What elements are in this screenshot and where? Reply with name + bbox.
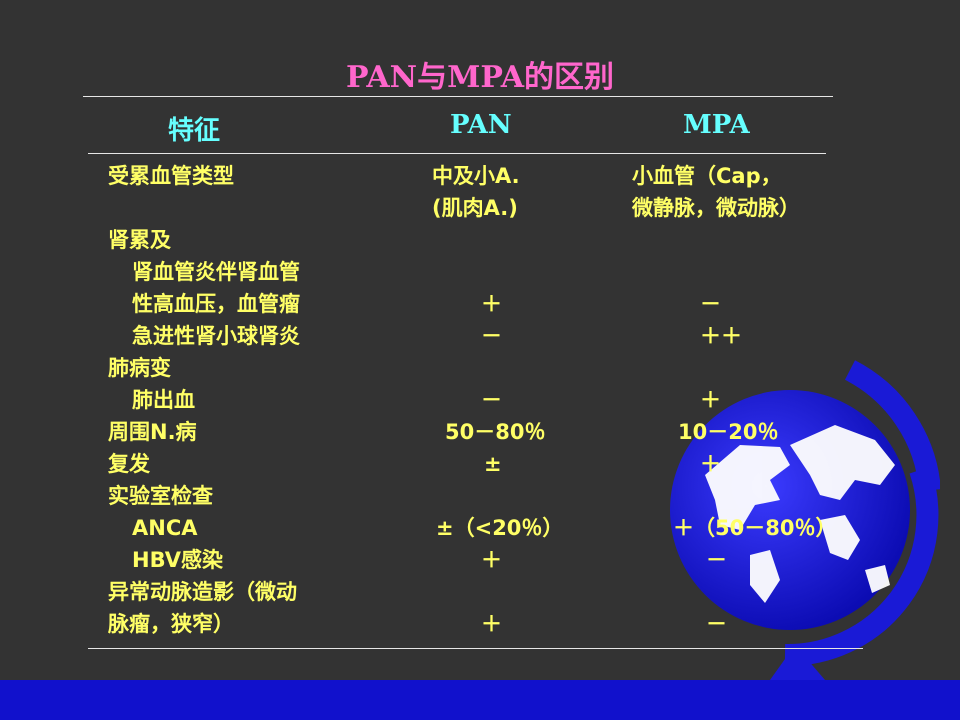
table-bottom-rule (88, 648, 863, 649)
row-feature: 性高血压，血管瘤 (132, 292, 300, 316)
header-feature: 特征 (168, 116, 221, 146)
row-mpa: 微静脉，微动脉） (632, 196, 800, 220)
row-mpa: ＋（50－80％） (673, 516, 837, 540)
row-feature: 肺病变 (108, 356, 171, 380)
bottom-band (0, 680, 960, 720)
row-pan: ±（<20％） (436, 516, 564, 540)
row-pan: － (481, 324, 502, 348)
row-feature: ANCA (132, 516, 198, 540)
header-pan: PAN (450, 110, 512, 140)
header-mpa: MPA (683, 110, 750, 140)
row-pan: － (481, 388, 502, 412)
row-feature: 实验室检查 (108, 484, 213, 508)
row-mpa: － (700, 292, 721, 316)
row-mpa: － (706, 548, 727, 572)
row-feature: 异常动脉造影（微动 (108, 580, 297, 604)
row-mpa: ＋ (700, 452, 721, 476)
row-mpa: － (706, 612, 727, 636)
row-pan: ± (484, 452, 502, 476)
header-top-rule (83, 96, 833, 97)
row-pan: 50－80％ (445, 420, 546, 444)
row-feature: 急进性肾小球肾炎 (132, 324, 300, 348)
row-mpa: 小血管（Cap， (632, 164, 782, 188)
row-mpa: 10－20％ (678, 420, 779, 444)
row-feature: 肾血管炎伴肾血管 (132, 260, 300, 284)
row-pan: ＋ (481, 292, 502, 316)
row-feature: 复发 (108, 452, 150, 476)
header-bottom-rule (88, 153, 826, 154)
row-feature: 肺出血 (132, 388, 195, 412)
row-feature: 周围N.病 (108, 420, 197, 444)
slide-title: PAN与MPA的区别 (346, 60, 614, 95)
row-pan: (肌肉A.) (432, 196, 518, 220)
row-feature: 受累血管类型 (108, 164, 234, 188)
row-mpa: ＋ (700, 388, 721, 412)
row-pan: 中及小A. (432, 164, 520, 188)
row-mpa: ＋＋ (700, 324, 742, 348)
row-feature: 肾累及 (108, 228, 171, 252)
row-feature: HBV感染 (132, 548, 223, 572)
row-pan: ＋ (481, 548, 502, 572)
globe-icon (670, 360, 940, 704)
row-feature: 脉瘤，狭窄） (108, 612, 234, 636)
row-pan: ＋ (481, 612, 502, 636)
